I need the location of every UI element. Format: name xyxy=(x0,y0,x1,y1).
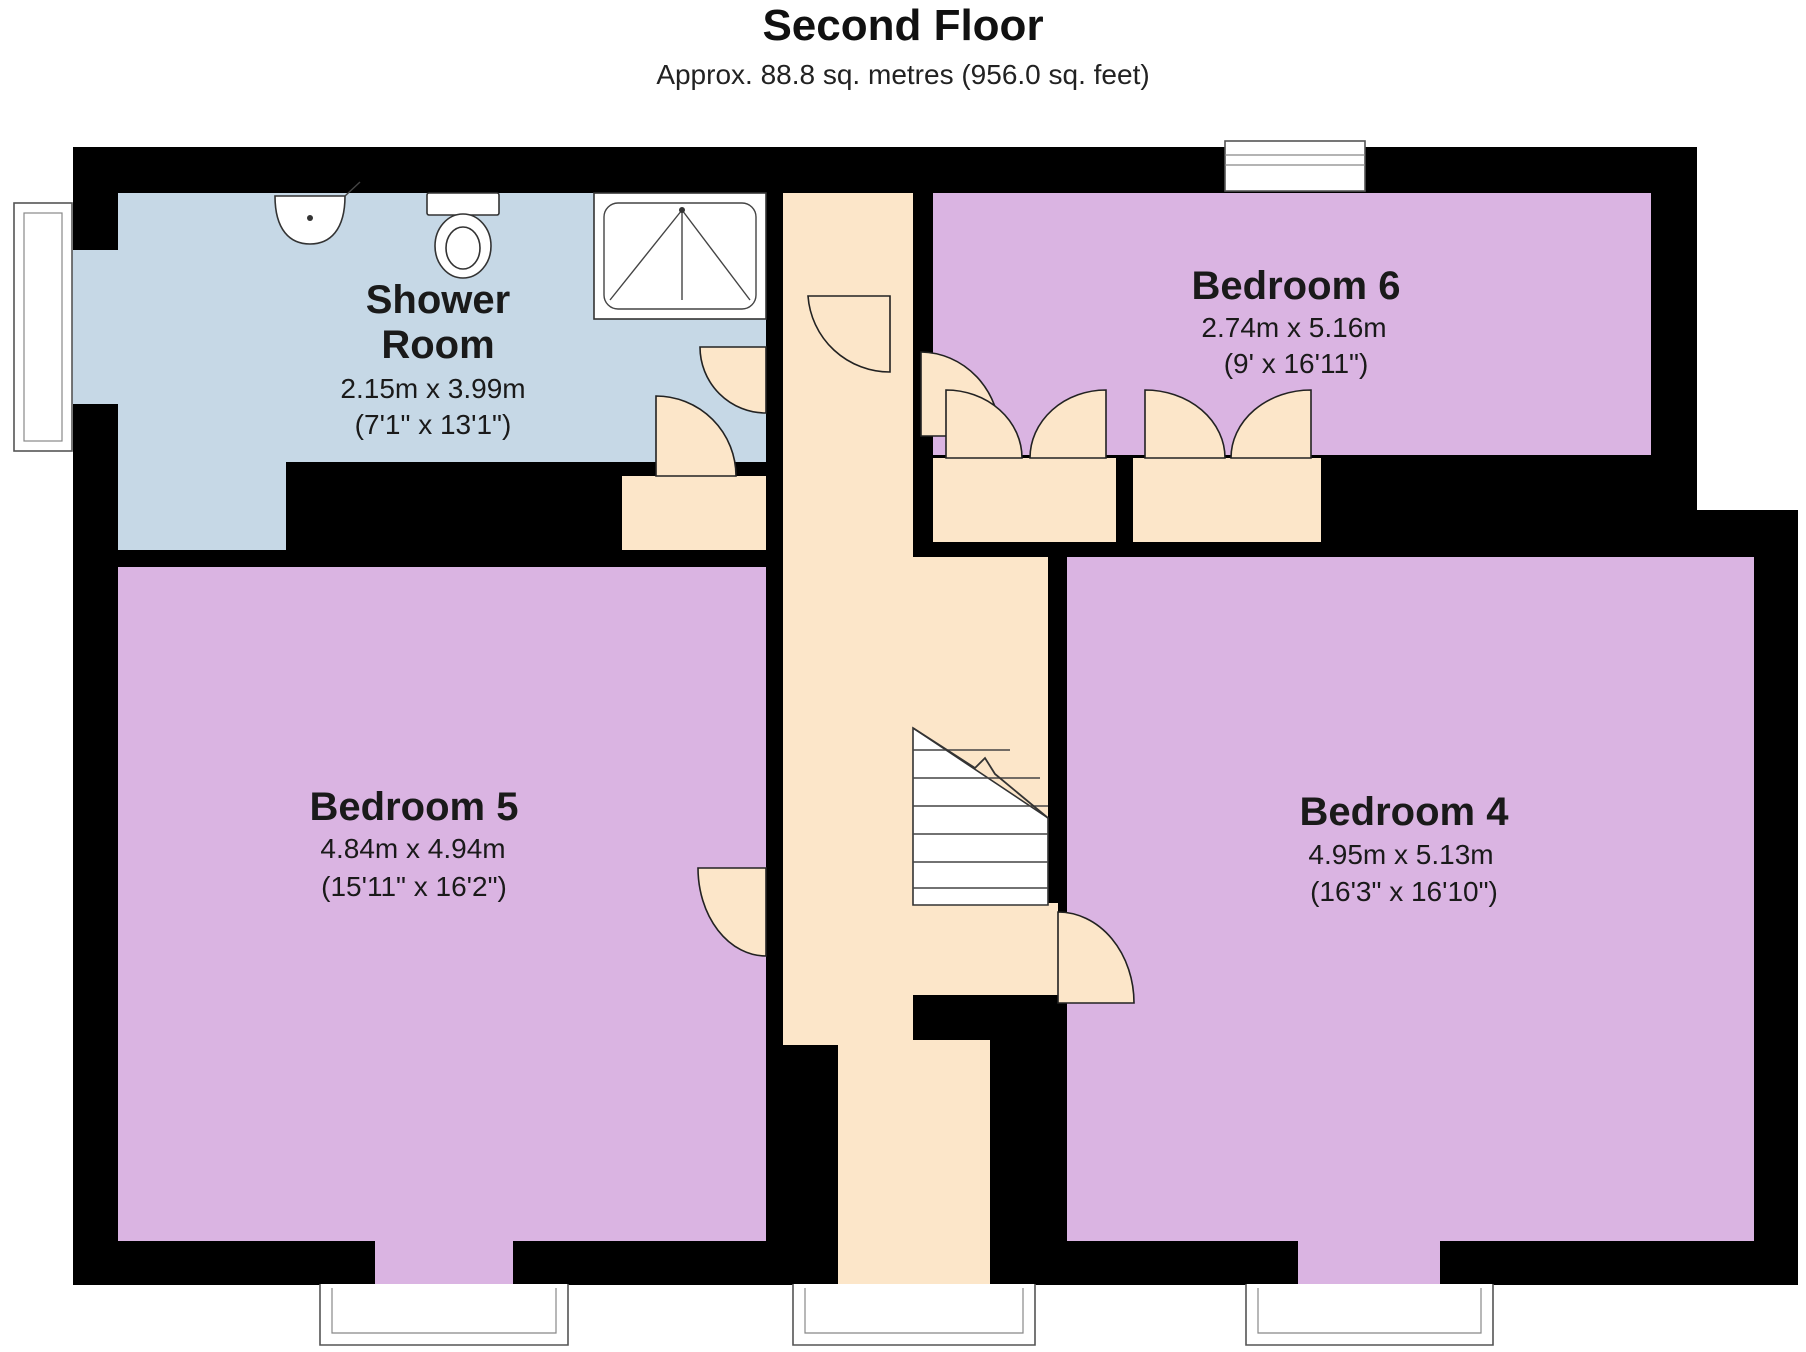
shower-room-floor-lower xyxy=(118,460,286,550)
room-labels: Shower Room 2.15m x 3.99m (7'1" x 13'1")… xyxy=(310,264,1510,907)
window-shower-room xyxy=(13,202,73,452)
bedroom-5-imperial: (15'11" x 16'2") xyxy=(321,871,507,902)
doors xyxy=(655,295,1312,1004)
bedroom-5-floor xyxy=(118,567,766,1241)
toilet-icon xyxy=(426,192,500,279)
door-shower-room xyxy=(699,346,767,414)
bathroom-fixtures xyxy=(274,181,767,320)
shower-room-name-line2: Room xyxy=(381,323,494,367)
door-wardrobe-right-a xyxy=(1144,389,1226,459)
bedroom-6-metric: 2.74m x 5.16m xyxy=(1201,312,1386,343)
bedroom-6-imperial: (9' x 16'11") xyxy=(1224,348,1369,379)
staircase xyxy=(912,726,1049,906)
shower-room-cupboard xyxy=(622,476,766,550)
shower-tray-icon xyxy=(593,192,767,320)
bedroom-5-metric: 4.84m x 4.94m xyxy=(320,833,505,864)
bedroom-4-imperial: (16'3" x 16'10") xyxy=(1310,876,1498,907)
door-wardrobe-right-b xyxy=(1230,389,1312,459)
floor-title: Second Floor xyxy=(762,1,1043,50)
door-bedroom-4 xyxy=(1057,911,1135,1004)
stair-flight xyxy=(912,726,1049,906)
window-bedroom-5-bay xyxy=(319,1284,569,1346)
landing-link xyxy=(913,903,1058,995)
room-floors xyxy=(62,193,1754,1302)
bedroom-5-name: Bedroom 5 xyxy=(310,785,519,829)
floor-area: Approx. 88.8 sq. metres (956.0 sq. feet) xyxy=(656,59,1149,90)
shower-room-name-line1: Shower xyxy=(366,278,510,322)
door-landing-top xyxy=(807,295,891,373)
door-wardrobe-left-b xyxy=(1029,389,1107,459)
bedroom-6-wardrobe-right xyxy=(1133,458,1321,542)
bedroom-4-metric: 4.95m x 5.13m xyxy=(1308,839,1493,870)
windows xyxy=(13,140,1494,1346)
bedroom-6-wardrobe-left xyxy=(933,458,1116,542)
window-landing-bay xyxy=(792,1284,1036,1346)
basin-icon xyxy=(274,181,361,245)
landing-lower xyxy=(838,1040,990,1302)
stair-break-line xyxy=(912,727,1049,819)
door-bedroom-5 xyxy=(697,867,767,957)
shower-room-window-recess xyxy=(62,250,142,404)
window-bedroom-6 xyxy=(1224,140,1366,192)
shower-room-metric: 2.15m x 3.99m xyxy=(340,373,525,404)
bedroom-4-name: Bedroom 4 xyxy=(1300,790,1510,834)
bedroom-6-name: Bedroom 6 xyxy=(1192,264,1401,308)
door-shower-cupboard xyxy=(655,395,737,477)
bedroom-4-floor xyxy=(1067,557,1754,1241)
window-bedroom-4-bay xyxy=(1245,1284,1494,1346)
shower-room-imperial: (7'1" x 13'1") xyxy=(355,409,512,440)
door-wardrobe-left-a xyxy=(945,389,1023,459)
